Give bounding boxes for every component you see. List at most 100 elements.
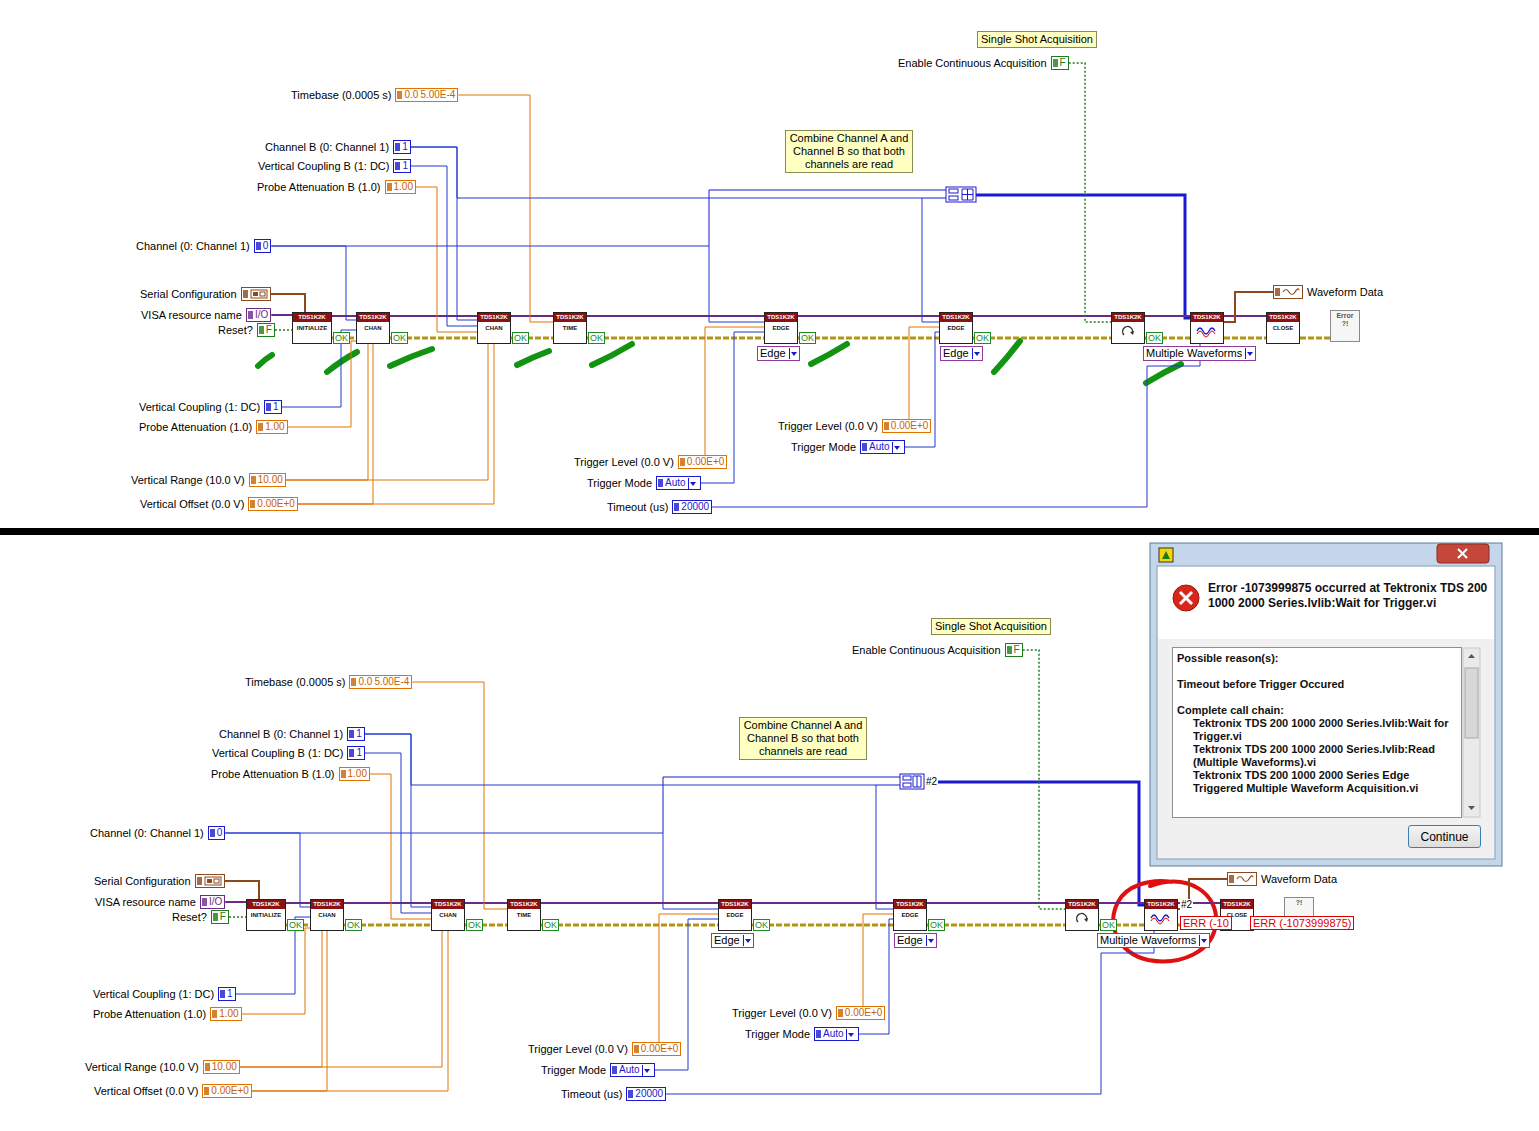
error-dialog-frame [1162, 551, 1170, 559]
vi-name: INITIALIZE [251, 912, 281, 919]
comment-text: Single Shot Acquisition [981, 33, 1093, 45]
terminal-label: Serial Configuration [139, 288, 238, 301]
subvi-icon: TDS1K2KCHAN [477, 312, 511, 344]
vi-banner: TDS1K2K [1221, 900, 1253, 909]
build-array-node [949, 189, 958, 193]
control-terminal: Trigger Level (0.0 V)0.00E+0 [777, 419, 931, 433]
terminal-value: 0.00E+0 [641, 1043, 679, 1055]
terminal-label: Channel (0: Channel 1) [135, 240, 251, 253]
hand-drawn-check-marks [994, 341, 1020, 372]
terminal-box: 1 [264, 400, 282, 414]
subvi-icon: TDS1K2KINITIALIZE [246, 899, 286, 931]
wire [365, 734, 431, 907]
terminal-box: I/O [200, 895, 225, 909]
control-terminal: Channel B (0: Channel 1)1 [264, 140, 411, 154]
control-terminal: Vertical Coupling (1: DC)1 [92, 987, 236, 1001]
vi-banner: TDS1K2K [1191, 313, 1223, 322]
array-wire [930, 782, 1144, 905]
wire [465, 902, 507, 904]
wire [1145, 315, 1190, 317]
terminal-box: 1 [393, 159, 411, 173]
terminal-label: Timeout (us) [606, 501, 669, 514]
vi-name: TIME [563, 325, 577, 332]
control-terminal: Trigger Level (0.0 V)0.00E+0 [527, 1042, 681, 1056]
terminal-box: Auto [814, 1027, 859, 1041]
terminal-label: Probe Attenuation B (1.0) [210, 768, 336, 781]
vi-banner: TDS1K2K [508, 900, 540, 909]
wire [541, 902, 718, 904]
handler-text: Error [1336, 312, 1353, 320]
control-terminal: Trigger ModeAuto [540, 1063, 655, 1077]
terminal-box: 1.00 [256, 420, 287, 434]
terminal-label: Probe Attenuation (1.0) [138, 421, 253, 434]
build-array-node [962, 189, 973, 200]
indicator-terminal: Waveform Data [1227, 872, 1338, 886]
control-terminal: Timebase (0.0005 s)0.05.00E-4 [244, 675, 412, 689]
terminal-label: Vertical Offset (0.0 V) [93, 1085, 199, 1098]
wire [286, 344, 368, 480]
terminal-box: 0.00E+0 [882, 419, 932, 433]
terminal-value: 0.00E+0 [257, 498, 295, 510]
terminal-box: 0.00E+0 [248, 497, 298, 511]
terminal-label: Serial Configuration [93, 875, 192, 888]
vi-banner: TDS1K2K [1112, 313, 1144, 322]
error-dialog-frame [1173, 585, 1199, 611]
error-dialog-frame [1159, 548, 1173, 562]
hand-drawn-check-marks [258, 355, 272, 366]
terminal-label: Channel B (0: Channel 1) [264, 141, 390, 154]
probe-status: OK [391, 332, 408, 344]
control-terminal: Serial Configuration [93, 874, 225, 888]
control-terminal: Reset?F [171, 910, 229, 924]
terminal-value: 5.00E-4 [374, 676, 409, 688]
terminal-label: Vertical Coupling (1: DC) [92, 988, 215, 1001]
error-dialog-frame [1458, 549, 1467, 558]
terminal-glyph [1236, 874, 1254, 884]
terminal-box: 1.00 [339, 767, 370, 781]
ring-constant: Edge [894, 933, 937, 948]
subvi-icon: TDS1K2KCLOSE [1266, 312, 1300, 344]
control-terminal: Timeout (us)20000 [560, 1087, 666, 1101]
wire [458, 95, 553, 322]
subvi-icon: TDS1K2KTIME [553, 312, 587, 344]
cluster-glyph [260, 292, 265, 296]
wire [286, 902, 310, 904]
probe-status: OK [588, 332, 605, 344]
subvi-icon: TDS1K2K [1190, 312, 1224, 344]
wire [798, 337, 939, 340]
wire [271, 294, 305, 312]
ring-text: Multiple Waveforms [1146, 347, 1242, 360]
panel-divider [0, 528, 1539, 535]
handler-text: ?! [1342, 320, 1349, 328]
details-box: Possible reason(s):Timeout before Trigge… [1172, 647, 1462, 818]
subvi-icon: TDS1K2K [1065, 899, 1099, 931]
terminal-value: 1 [356, 728, 362, 740]
terminal-label: Trigger Level (0.0 V) [777, 420, 879, 433]
handler-text: ?! [1296, 899, 1303, 907]
control-terminal: Trigger Level (0.0 V)0.00E+0 [573, 455, 727, 469]
vi-banner: TDS1K2K [940, 313, 972, 322]
button-text: Continue [1420, 830, 1468, 844]
wire [229, 916, 246, 918]
ring-constant: Edge [940, 346, 983, 361]
array-wire [922, 198, 946, 199]
wire [1224, 337, 1266, 340]
details-line: Timeout before Trigger Occured [1177, 678, 1457, 691]
probe-status: OK [512, 332, 529, 344]
wire [1069, 63, 1111, 322]
terminal-value: 0 [263, 240, 269, 252]
subvi-icon: TDS1K2KCHAN [356, 312, 390, 344]
terminal-label: Trigger Mode [744, 1028, 811, 1041]
vi-banner: TDS1K2K [719, 900, 751, 909]
wire [242, 928, 310, 1014]
wire [541, 924, 718, 927]
continue-button: Continue [1408, 825, 1481, 848]
wire [275, 329, 292, 331]
loop-glyph [1123, 327, 1133, 335]
error-dialog-frame [1437, 544, 1489, 563]
vi-name: CHAN [485, 325, 502, 332]
terminal-box [1227, 872, 1257, 886]
build-array-node [949, 196, 958, 200]
details-line: Tektronix TDS 200 1000 2000 Series.lvlib… [1177, 743, 1457, 769]
terminal-box: 0 [254, 239, 272, 253]
